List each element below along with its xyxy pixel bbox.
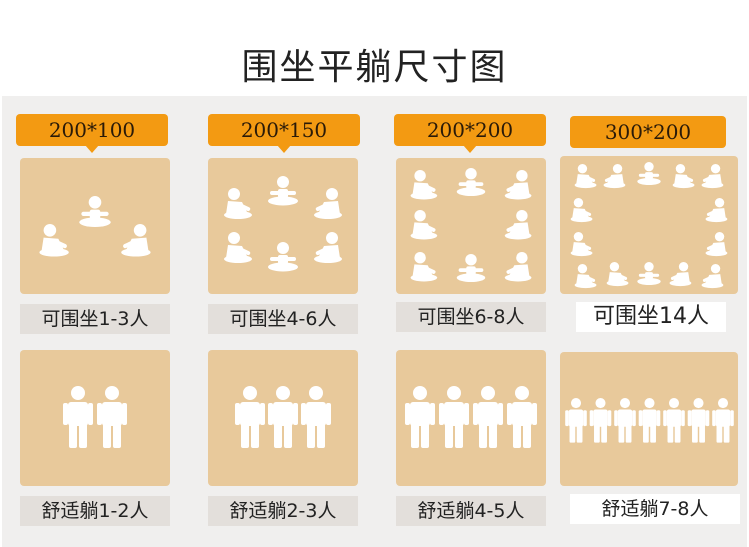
seated-person-side-icon bbox=[410, 210, 438, 240]
lying-box-3 bbox=[396, 350, 546, 486]
seated-person-side-icon bbox=[672, 164, 695, 189]
seated-person-side-icon bbox=[701, 164, 724, 189]
seated-person-icon bbox=[268, 242, 298, 272]
size-tag-200x150: 200*150 bbox=[208, 114, 360, 153]
seated-person-side-icon bbox=[606, 262, 629, 287]
seated-person-side-icon bbox=[504, 170, 532, 200]
seated-person-side-icon bbox=[314, 188, 342, 219]
standing-person-icon bbox=[663, 398, 685, 443]
seated-person-icon bbox=[637, 162, 661, 186]
six-seated-people-icon bbox=[224, 176, 342, 272]
seated-person-side-icon bbox=[705, 198, 728, 223]
three-standing-people-icon bbox=[235, 386, 331, 448]
eight-seated-people-icon bbox=[410, 168, 532, 283]
seated-person-side-icon bbox=[705, 232, 728, 257]
seven-standing-people-icon bbox=[565, 398, 734, 443]
lying-box-2 bbox=[208, 350, 358, 486]
seated-person-side-icon bbox=[574, 264, 597, 289]
seated-person-icon bbox=[456, 168, 486, 197]
seated-person-icon bbox=[268, 176, 298, 206]
lying-capacity-label-3: 舒适躺4-5人 bbox=[396, 496, 546, 526]
seated-person-side-icon bbox=[603, 164, 626, 189]
seated-person-side-icon bbox=[504, 210, 532, 240]
seated-person-side-icon bbox=[39, 224, 69, 257]
size-tag-200x200: 200*200 bbox=[394, 114, 546, 153]
sitting-box-2 bbox=[208, 158, 358, 294]
sitting-capacity-label-1: 可围坐1-3人 bbox=[20, 304, 170, 334]
seated-person-side-icon bbox=[570, 198, 593, 223]
lying-capacity-label-1: 舒适躺1-2人 bbox=[20, 496, 170, 526]
standing-person-icon bbox=[638, 398, 661, 443]
standing-person-icon bbox=[97, 386, 127, 448]
standing-person-icon bbox=[473, 386, 503, 448]
two-standing-people-icon bbox=[63, 386, 127, 448]
standing-person-icon bbox=[687, 398, 710, 443]
standing-person-icon bbox=[301, 386, 331, 448]
seated-person-side-icon bbox=[669, 262, 692, 287]
sitting-capacity-label-4: 可围坐14人 bbox=[576, 302, 726, 332]
sitting-capacity-label-3: 可围坐6-8人 bbox=[396, 302, 546, 332]
sitting-box-1 bbox=[20, 158, 170, 294]
seated-person-side-icon bbox=[701, 264, 724, 289]
seated-person-side-icon bbox=[504, 252, 532, 282]
seated-person-icon bbox=[637, 262, 661, 286]
page-title: 围坐平躺尺寸图 bbox=[241, 47, 508, 88]
lying-capacity-label-4: 舒适躺7-8人 bbox=[570, 494, 740, 524]
sitting-box-3 bbox=[396, 158, 546, 294]
seated-person-side-icon bbox=[570, 232, 593, 257]
seated-person-side-icon bbox=[224, 188, 252, 219]
lying-box-1 bbox=[20, 350, 170, 486]
sitting-box-4 bbox=[560, 156, 738, 294]
seated-person-side-icon bbox=[314, 232, 342, 263]
standing-person-icon bbox=[507, 386, 537, 448]
standing-person-icon bbox=[268, 386, 298, 448]
three-seated-people-icon bbox=[39, 196, 151, 257]
seated-person-side-icon bbox=[224, 232, 252, 263]
seated-person-side-icon bbox=[410, 170, 438, 200]
standing-person-icon bbox=[712, 398, 734, 443]
size-tag-300x200: 300*200 bbox=[570, 116, 726, 148]
standing-person-icon bbox=[589, 398, 612, 443]
standing-person-icon bbox=[439, 386, 469, 448]
seated-person-side-icon bbox=[574, 164, 597, 189]
four-standing-people-icon bbox=[405, 386, 537, 448]
lying-capacity-label-2: 舒适躺2-3人 bbox=[208, 496, 358, 526]
standing-person-icon bbox=[63, 386, 93, 448]
standing-person-icon bbox=[405, 386, 435, 448]
size-tag-200x100: 200*100 bbox=[16, 114, 168, 153]
seated-person-side-icon bbox=[410, 252, 438, 282]
seated-person-side-icon bbox=[121, 224, 151, 257]
standing-person-icon bbox=[235, 386, 265, 448]
standing-person-icon bbox=[565, 398, 587, 443]
seated-person-icon bbox=[79, 196, 111, 227]
standing-person-icon bbox=[614, 398, 636, 443]
lying-box-4 bbox=[560, 352, 738, 486]
fourteen-seated-people-icon bbox=[570, 162, 728, 289]
seated-person-icon bbox=[456, 254, 486, 283]
sitting-capacity-label-2: 可围坐4-6人 bbox=[208, 304, 358, 334]
